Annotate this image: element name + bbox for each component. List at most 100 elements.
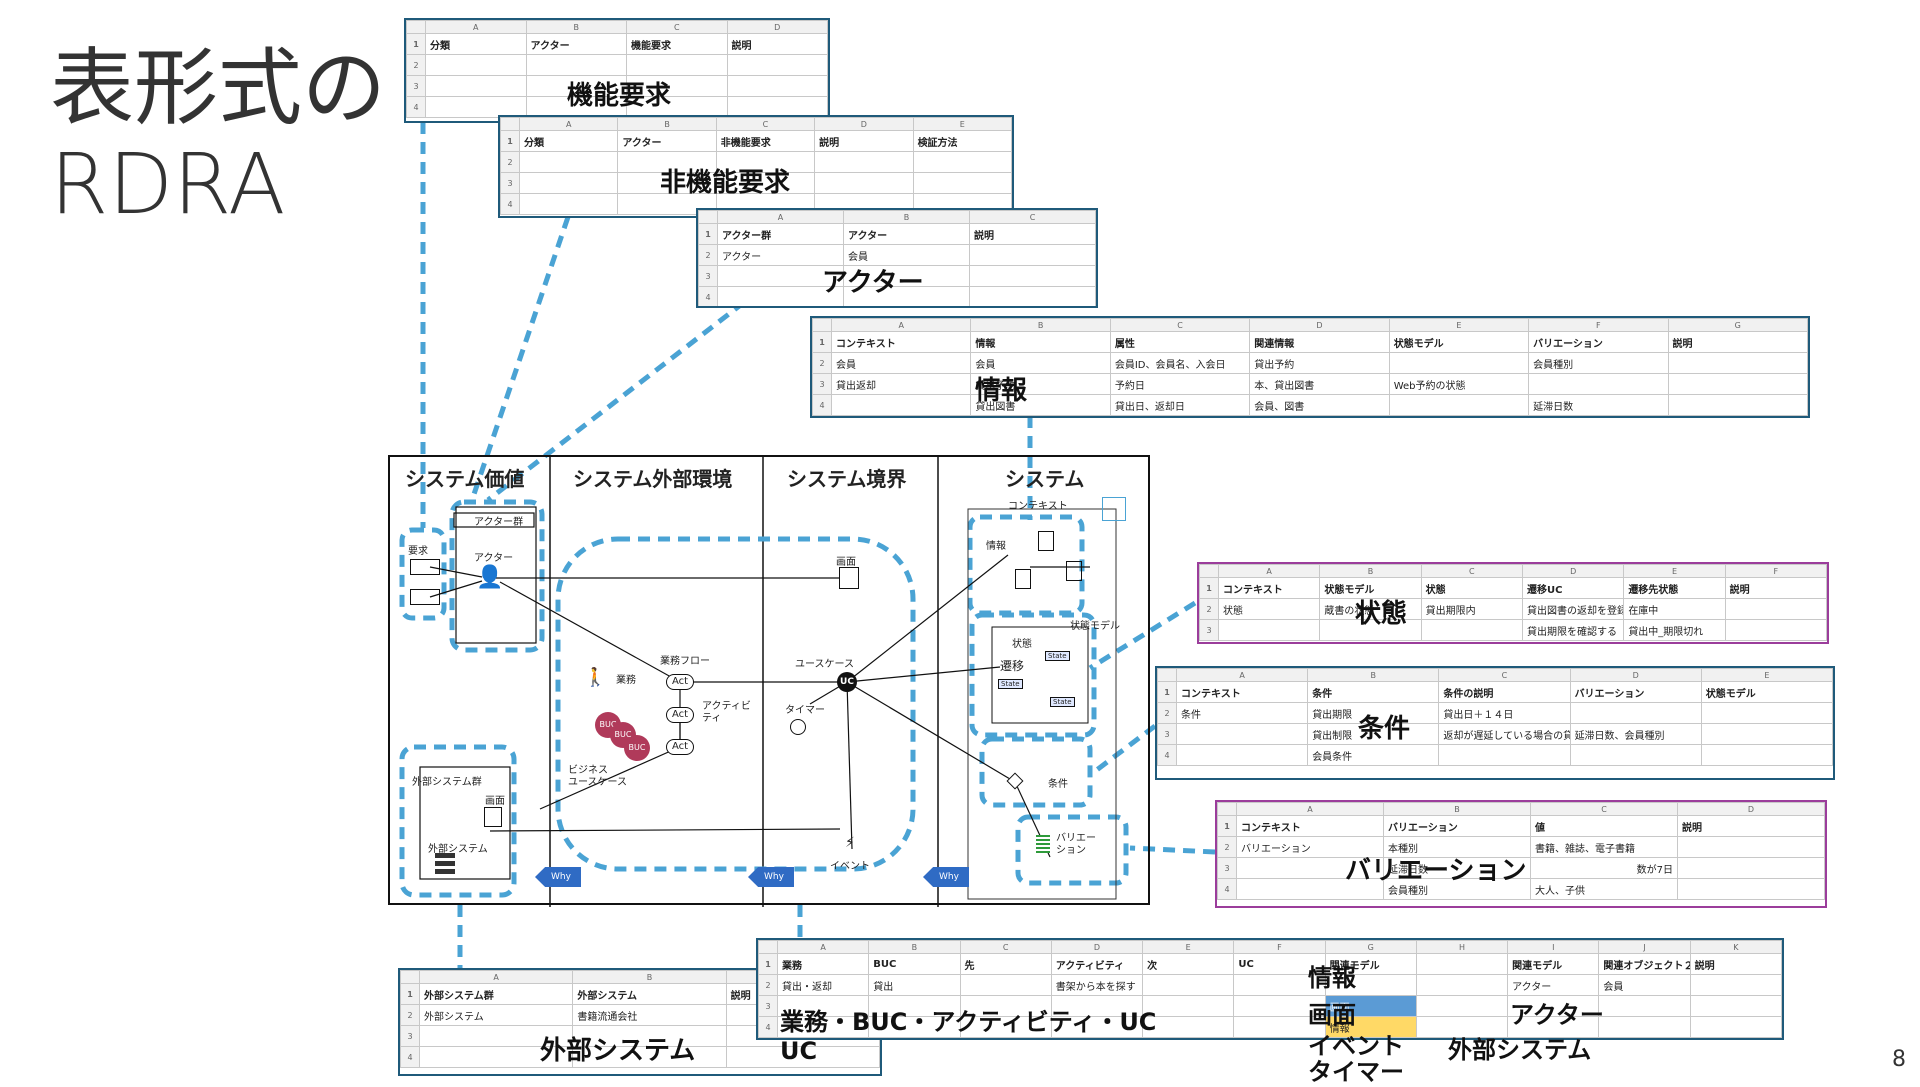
cell: 会員種別 <box>1528 352 1669 374</box>
header-cell: 条件の説明 <box>1438 681 1571 703</box>
event-icon: ⚡ <box>845 835 855 851</box>
col-header: J <box>1598 940 1691 954</box>
business-label: 業務 <box>616 675 636 686</box>
header-cell: アクター <box>843 223 970 245</box>
header-cell: 外部システム <box>572 983 727 1005</box>
label-side-event: イベント <box>1308 1032 1404 1060</box>
cell: 貸出予約 <box>1249 352 1390 374</box>
col-header: D <box>1249 318 1390 332</box>
col-header: A <box>1175 668 1309 682</box>
dropdown-item-info[interactable]: 情報 <box>1324 1016 1417 1038</box>
col-header: A <box>518 117 619 131</box>
cell: 会員、図書 <box>1249 394 1390 416</box>
variation-label: バリエー ション <box>1056 833 1096 856</box>
header-cell: アクター <box>617 130 717 152</box>
info-label: 情報 <box>986 541 1006 552</box>
label-state: 状態 <box>1355 599 1408 629</box>
cell: 書架から本を探す <box>1050 974 1144 996</box>
actor-group-label: アクター群 <box>474 517 524 528</box>
header-cell: バリエーション <box>1569 681 1702 703</box>
label-condition: 条件 <box>1358 714 1411 744</box>
uc-node: UC <box>837 672 857 692</box>
label-nonfunctional-requirements: 非機能要求 <box>660 168 791 198</box>
col-header: I <box>1507 940 1600 954</box>
cell: 貸出期限内 <box>1420 598 1523 620</box>
row-number: 4 <box>698 286 718 306</box>
col-header: C <box>959 940 1052 954</box>
state-model-label: 状態モデル <box>1070 621 1120 632</box>
header-cell: 属性 <box>1109 331 1251 353</box>
label-side-external-system: 外部システム <box>1448 1036 1592 1064</box>
cell: 延滞日数 <box>1528 394 1669 416</box>
label-functional-requirements: 機能要求 <box>567 81 672 111</box>
why-arrow: Why <box>535 867 581 887</box>
screen-icon <box>839 567 859 589</box>
col-header: B <box>1319 564 1422 578</box>
header-cell: コンテキスト <box>830 331 972 353</box>
title-line2: RDRA <box>50 135 286 233</box>
row-number: 4 <box>406 96 426 118</box>
header-cell: 説明 <box>726 33 828 55</box>
header-cell: 関連情報 <box>1249 331 1390 353</box>
col-header: E <box>1623 564 1726 578</box>
cell: 会員ID、会員名、入会日 <box>1109 352 1251 374</box>
screen-icon <box>484 807 502 827</box>
header-cell: 先 <box>959 953 1052 975</box>
col-header: B <box>617 117 717 131</box>
row-number: 3 <box>400 1025 420 1047</box>
business-icon: 🚶 <box>584 667 607 688</box>
requirement-label: 要求 <box>408 546 428 557</box>
header-cell: バリエーション <box>1528 331 1669 353</box>
context-icon <box>1102 497 1126 521</box>
cell: 返却が遅延している場合の貸出制限 <box>1438 723 1571 745</box>
row-number: 2 <box>500 151 520 173</box>
usecase-label: ユースケース <box>795 659 854 670</box>
timer-label: タイマー <box>785 705 825 716</box>
header-cell: 分類 <box>518 130 619 152</box>
col-header: C <box>1109 318 1251 332</box>
header-cell: 関連モデル <box>1507 953 1600 975</box>
page-number: 8 <box>1892 1047 1906 1072</box>
row-number: 3 <box>500 172 520 194</box>
rdra-diagram: システム価値 システム外部環境 システム境界 システム アクター群 アクター 要… <box>388 455 1150 907</box>
lane-external-environment: システム外部環境 <box>573 467 733 491</box>
activity-label: アクティビ ティ <box>702 701 751 724</box>
cell: 貸出返却 <box>830 373 972 395</box>
row-number: 3 <box>406 75 426 97</box>
col-header: B <box>970 318 1111 332</box>
act-node: Act <box>666 707 694 723</box>
header-cell: 状態 <box>1420 577 1523 599</box>
cell: アクター <box>1507 974 1600 996</box>
dropdown-item-screen[interactable]: 画面 <box>1324 995 1417 1017</box>
state-node: State <box>998 679 1023 689</box>
header-cell: BUC <box>868 953 961 975</box>
header-cell: 遷移先状態 <box>1623 577 1726 599</box>
header-cell: アクター群 <box>717 223 844 245</box>
row-number: 2 <box>406 54 426 76</box>
col-header: F <box>1233 940 1326 954</box>
header-cell: 非機能要求 <box>715 130 816 152</box>
cell: 外部システム <box>418 1004 574 1026</box>
diagram-graphics <box>399 457 1129 907</box>
why-arrow: Why <box>748 867 794 887</box>
header-cell: 説明 <box>1677 815 1825 837</box>
col-header: F <box>1528 318 1669 332</box>
state-label: 状態 <box>1012 639 1032 650</box>
ext-group-label: 外部システム群 <box>412 777 482 788</box>
header-cell: 条件 <box>1307 681 1440 703</box>
header-cell: 検証方法 <box>912 130 1012 152</box>
col-header: D <box>1677 802 1825 816</box>
cell: 書籍、雑誌、電子書籍 <box>1530 836 1678 858</box>
state-node: State <box>1050 697 1075 707</box>
slide-title: 表形式の RDRA <box>50 40 386 232</box>
row-number: 3 <box>698 265 718 287</box>
col-header: B <box>843 210 970 224</box>
label-information: 情報 <box>975 376 1028 406</box>
label-business-buc-line2: UC <box>780 1037 818 1065</box>
col-header: C <box>1438 668 1571 682</box>
col-header: G <box>1667 318 1808 332</box>
